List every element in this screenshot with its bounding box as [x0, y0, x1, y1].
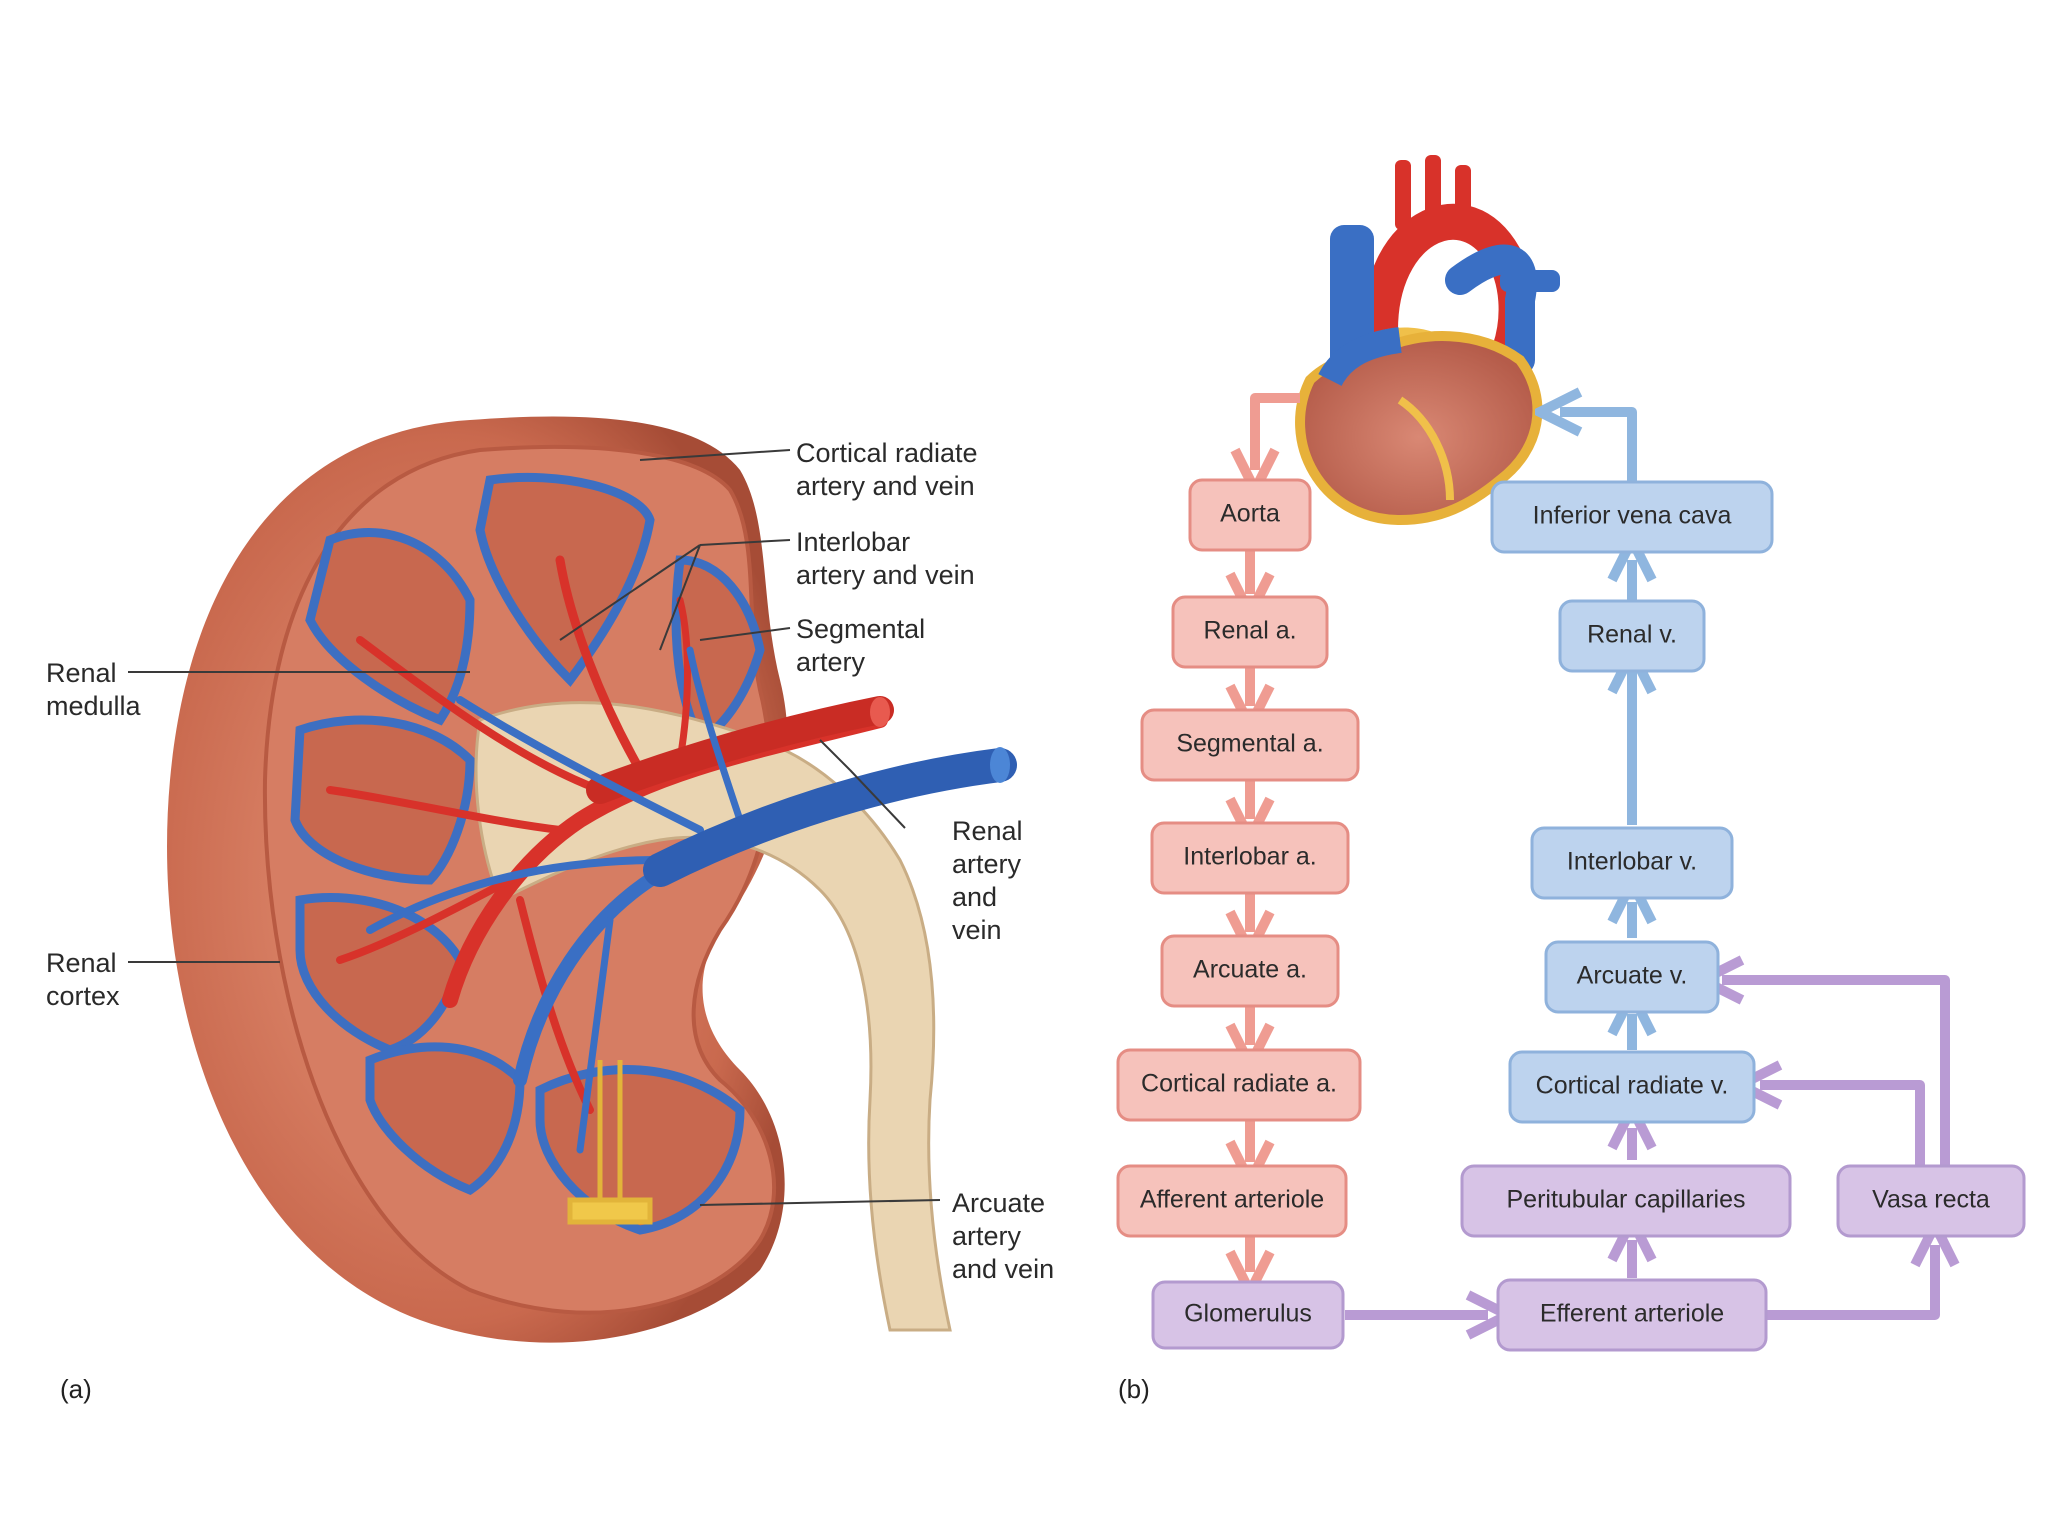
label-interlobar: Interlobar — [796, 527, 910, 557]
box-segmental-artery: Segmental a. — [1140, 708, 1360, 782]
label-cortical-radiate: Cortical radiate — [796, 438, 978, 468]
renal-artery — [586, 696, 894, 804]
box-interlobar-artery: Interlobar a. — [1150, 821, 1350, 895]
box-arcuate-vein: Arcuate v. — [1544, 940, 1720, 1014]
label-cortical-radiate-sub: artery and vein — [796, 471, 975, 501]
venous-arrows — [1560, 412, 1632, 1050]
box-cortical-radiate-artery: Cortical radiate a. — [1116, 1048, 1362, 1122]
heart-illustration — [1295, 155, 1560, 526]
label-renal-cortex: Renal — [46, 948, 117, 978]
label-renal-medulla-sub: medulla — [46, 691, 142, 721]
panel-a-labels: Cortical radiate artery and vein Interlo… — [46, 438, 1054, 1404]
label-segmental: Segmental — [796, 614, 925, 644]
box-arcuate-artery-label: Arcuate a. — [1193, 956, 1307, 984]
flowchart: Aorta Renal a. Segmental a. Interlobar a… — [1116, 398, 2026, 1404]
label-arcuate-3: and vein — [952, 1254, 1054, 1284]
box-inferior-vena-cava-label: Inferior vena cava — [1533, 502, 1732, 530]
box-peritubular-capillaries-label: Peritubular capillaries — [1506, 1186, 1745, 1214]
renal-vein — [643, 748, 1017, 887]
box-glomerulus-label: Glomerulus — [1184, 1300, 1312, 1328]
box-afferent-arteriole: Afferent arteriole — [1116, 1164, 1348, 1238]
box-renal-artery-label: Renal a. — [1203, 617, 1296, 645]
box-vasa-recta: Vasa recta — [1836, 1164, 2026, 1238]
label-renal-medulla: Renal — [46, 658, 117, 688]
box-segmental-artery-label: Segmental a. — [1176, 730, 1323, 758]
capillary-arrows — [1345, 980, 1945, 1315]
box-efferent-arteriole: Efferent arteriole — [1496, 1278, 1768, 1352]
box-afferent-arteriole-label: Afferent arteriole — [1140, 1186, 1324, 1214]
box-interlobar-artery-label: Interlobar a. — [1183, 843, 1316, 871]
box-cortical-radiate-vein-label: Cortical radiate v. — [1536, 1072, 1729, 1100]
box-arcuate-vein-label: Arcuate v. — [1577, 962, 1688, 990]
box-aorta: Aorta — [1188, 478, 1312, 552]
box-peritubular-capillaries: Peritubular capillaries — [1460, 1164, 1792, 1238]
label-segmental-sub: artery — [796, 647, 866, 677]
panel-a-leader-lines — [128, 449, 941, 1206]
label-renal-cortex-sub: cortex — [46, 981, 120, 1011]
box-renal-artery: Renal a. — [1171, 595, 1329, 669]
panel-b-letter: (b) — [1118, 1374, 1150, 1404]
box-renal-vein-label: Renal v. — [1587, 621, 1677, 649]
box-interlobar-vein-label: Interlobar v. — [1567, 848, 1697, 876]
label-renal-artery-vein-4: vein — [952, 915, 1002, 945]
box-inferior-vena-cava: Inferior vena cava — [1490, 480, 1774, 554]
box-interlobar-vein: Interlobar v. — [1530, 826, 1734, 900]
panel-a-letter: (a) — [60, 1374, 92, 1404]
box-vasa-recta-label: Vasa recta — [1872, 1186, 1990, 1214]
nephron-detail — [567, 1060, 653, 1225]
box-cortical-radiate-artery-label: Cortical radiate a. — [1141, 1070, 1337, 1098]
label-arcuate: Arcuate — [952, 1188, 1045, 1218]
kidney-illustration — [167, 416, 1017, 1343]
box-aorta-label: Aorta — [1220, 500, 1280, 528]
label-renal-artery-vein-3: and — [952, 882, 997, 912]
label-arcuate-2: artery — [952, 1221, 1022, 1251]
box-renal-vein: Renal v. — [1558, 599, 1706, 673]
label-renal-artery-vein: Renal — [952, 816, 1023, 846]
box-glomerulus: Glomerulus — [1151, 1280, 1345, 1350]
label-interlobar-sub: artery and vein — [796, 560, 975, 590]
box-cortical-radiate-vein: Cortical radiate v. — [1508, 1050, 1756, 1124]
box-arcuate-artery: Arcuate a. — [1160, 934, 1340, 1008]
label-renal-artery-vein-2: artery — [952, 849, 1022, 879]
box-efferent-arteriole-label: Efferent arteriole — [1540, 1300, 1724, 1328]
